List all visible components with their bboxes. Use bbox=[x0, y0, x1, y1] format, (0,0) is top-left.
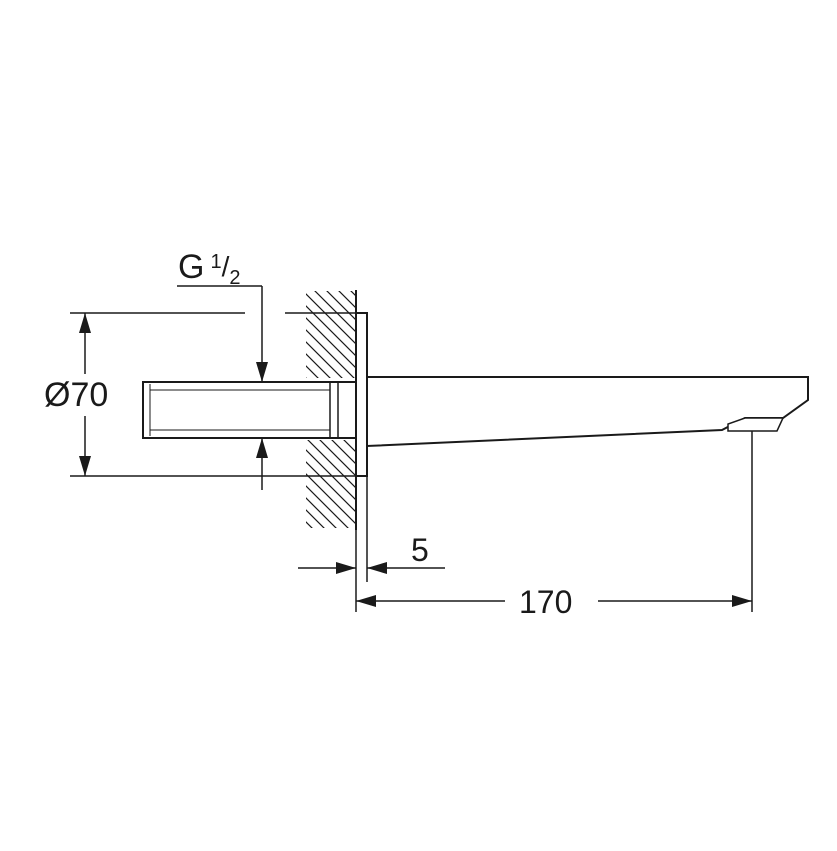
thread-denominator: 2 bbox=[229, 267, 241, 289]
five-arrow-left bbox=[336, 562, 356, 574]
spout-outline bbox=[366, 376, 809, 448]
diameter-label: Ø70 bbox=[44, 376, 109, 414]
wall-hatch-upper bbox=[306, 291, 356, 378]
connection-pipe bbox=[142, 381, 357, 439]
projection-length-label: 170 bbox=[519, 584, 573, 620]
thread-numerator: 1 bbox=[210, 251, 222, 273]
thread-arrow-bottom bbox=[256, 438, 268, 458]
thread-prefix: G bbox=[178, 248, 205, 286]
wall-section bbox=[306, 290, 357, 530]
wall-hatch-lower bbox=[306, 440, 356, 528]
five-arrow-right bbox=[367, 562, 387, 574]
thread-arrow-top bbox=[256, 362, 268, 382]
spout-body bbox=[355, 312, 809, 477]
dia-arrow-top bbox=[79, 313, 91, 333]
projection-arrow-right bbox=[732, 595, 752, 607]
projection-arrow-left bbox=[356, 595, 376, 607]
thread-slash: / bbox=[221, 251, 230, 282]
rosette-thickness-label: 5 bbox=[411, 532, 429, 568]
dia-arrow-bottom bbox=[79, 456, 91, 476]
rosette bbox=[355, 312, 368, 477]
dimension-lines bbox=[70, 285, 753, 612]
